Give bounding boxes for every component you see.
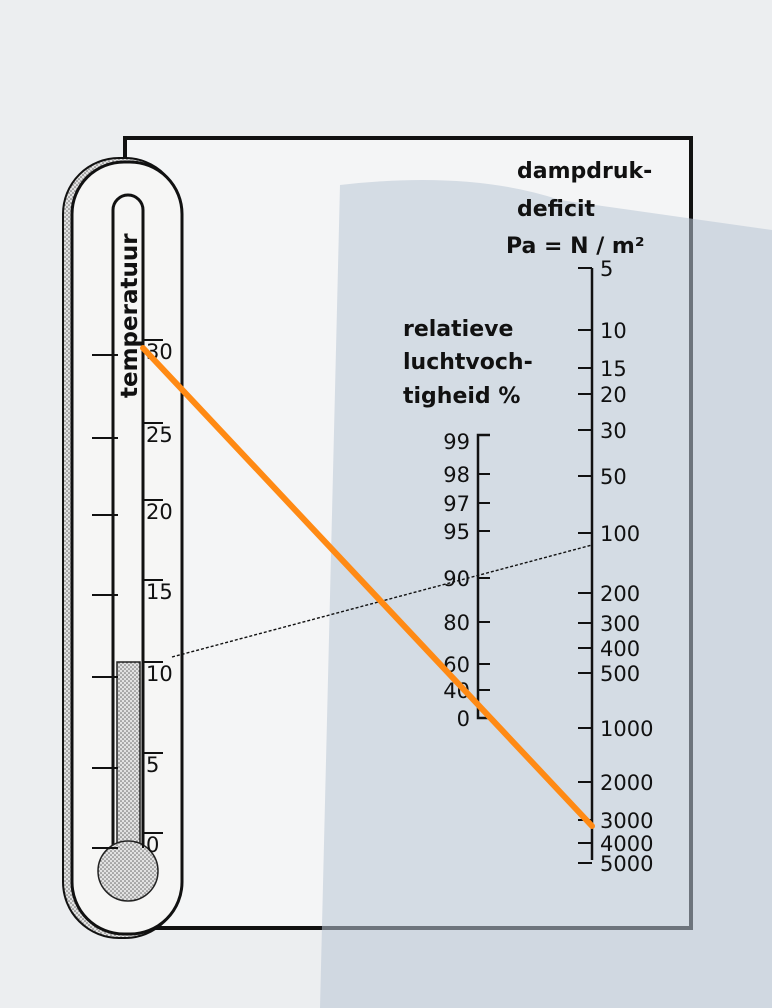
- thermometer-tick-label: 0: [146, 833, 159, 857]
- deficit-tick-label: 100: [600, 522, 640, 546]
- humidity-tick-label: 80: [443, 611, 470, 635]
- deficit-tick-label: 2000: [600, 771, 653, 795]
- deficit-unit: Pa = N / m²: [506, 234, 644, 259]
- humidity-tick-label: 98: [443, 463, 470, 487]
- thermometer-tick-label: 15: [146, 580, 173, 604]
- deficit-tick-label: 20: [600, 383, 627, 407]
- thermometer-label: temperatuur: [117, 233, 143, 398]
- thermometer: temperatuur: [62, 157, 184, 939]
- humidity-title-line-3: tigheid %: [403, 384, 520, 409]
- deficit-tick-label: 1000: [600, 717, 653, 741]
- humidity-title-line-2: luchtvoch-: [403, 350, 533, 375]
- deficit-tick-label: 400: [600, 637, 640, 661]
- thermometer-tick-label: 10: [146, 662, 173, 686]
- humidity-tick-label: 0: [457, 707, 470, 731]
- deficit-title-line-1: dampdruk-: [517, 159, 652, 184]
- deficit-tick-label: 300: [600, 612, 640, 636]
- deficit-tick-label: 5: [600, 257, 613, 281]
- thermometer-tick-label: 20: [146, 500, 173, 524]
- deficit-tick-label: 500: [600, 662, 640, 686]
- deficit-tick-label: 3000: [600, 809, 653, 833]
- deficit-tick-label: 4000: [600, 832, 653, 856]
- deficit-tick-label: 10: [600, 319, 627, 343]
- humidity-tick-label: 90: [443, 567, 470, 591]
- deficit-tick-label: 15: [600, 357, 627, 381]
- thermometer-tick-label: 25: [146, 423, 173, 447]
- deficit-title-line-2: deficit: [517, 197, 596, 222]
- thermometer-bulb: [97, 840, 159, 902]
- humidity-tick-label: 95: [443, 520, 470, 544]
- humidity-axis: [476, 433, 490, 720]
- deficit-tick-label: 50: [600, 465, 627, 489]
- humidity-title-line-1: relatieve: [403, 317, 513, 342]
- humidity-tick-label: 99: [443, 430, 470, 454]
- deficit-tick-label: 30: [600, 419, 627, 443]
- humidity-tick-label: 97: [443, 492, 470, 516]
- deficit-tick-label: 200: [600, 582, 640, 606]
- photo-shadow: [320, 180, 772, 1008]
- mercury-column: [116, 661, 141, 863]
- thermometer-tick-label: 5: [146, 753, 159, 777]
- deficit-tick-label: 5000: [600, 852, 653, 876]
- highlight-reading-line: [140, 345, 595, 829]
